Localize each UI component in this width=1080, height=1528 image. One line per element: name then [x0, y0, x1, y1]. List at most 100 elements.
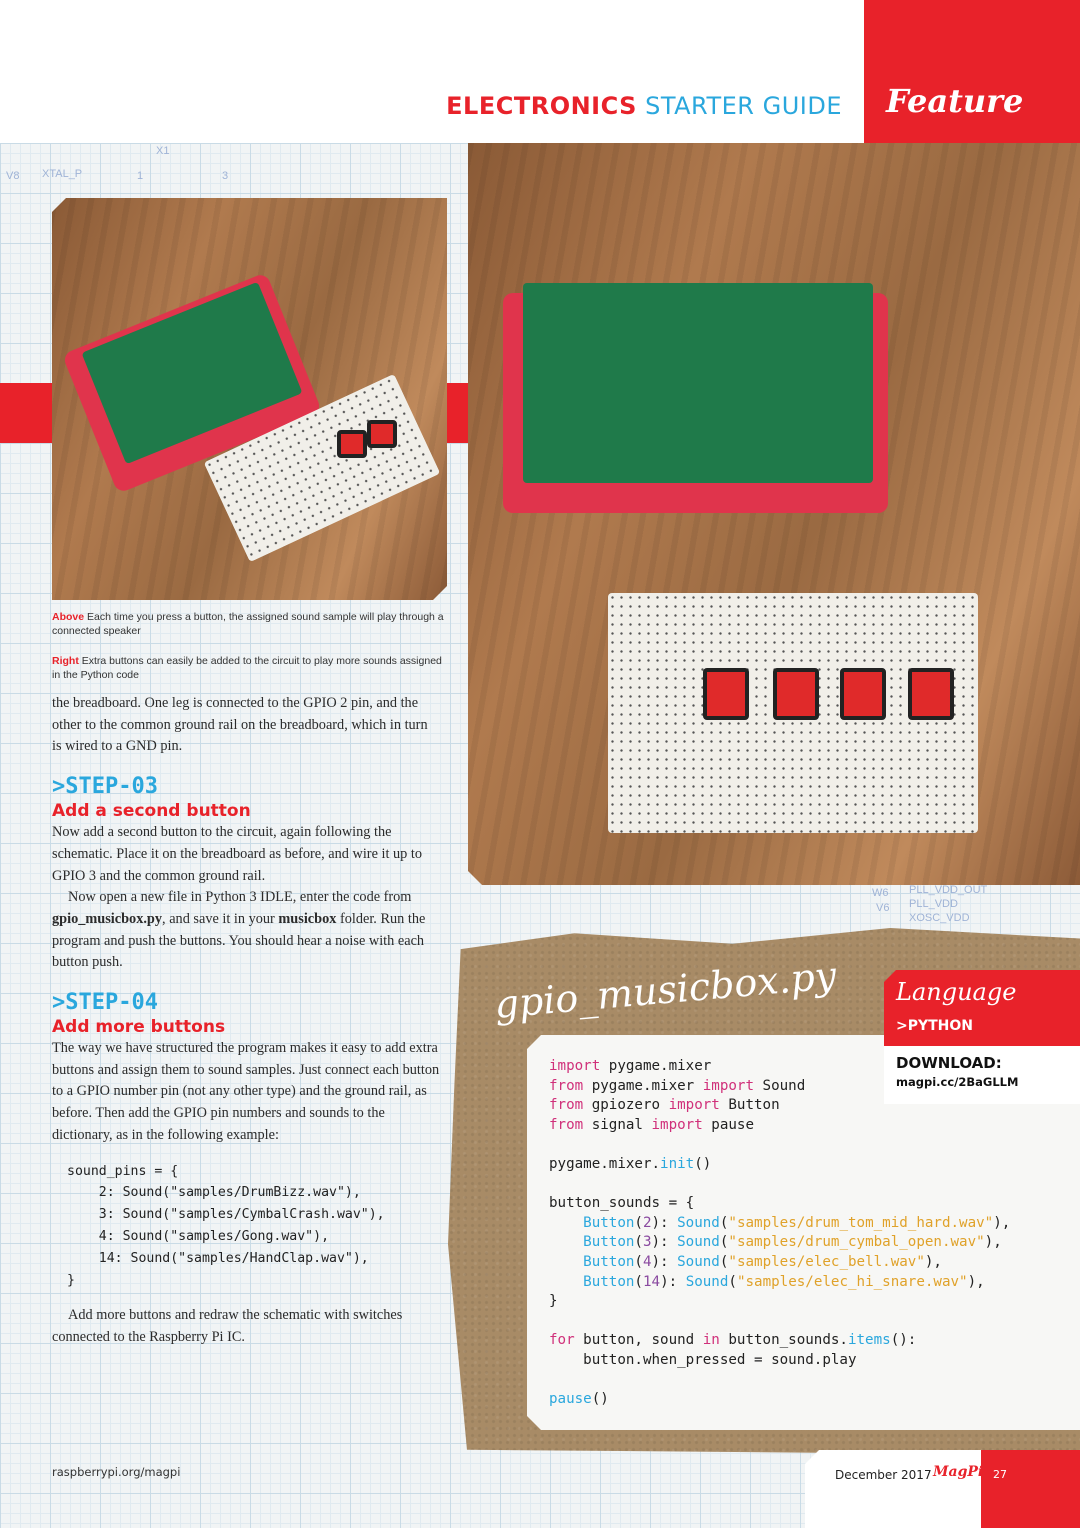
code-token: Button [583, 1273, 635, 1290]
code-line: } [549, 1292, 1010, 1312]
code-token: ), [993, 1214, 1011, 1231]
schematic-label: PLL_VDD_OUT [909, 884, 988, 896]
page-header: ELECTRONICS STARTER GUIDE [0, 0, 864, 143]
code-token: Sound [677, 1234, 720, 1251]
section-title: ELECTRONICS STARTER GUIDE [446, 92, 842, 120]
code-token [549, 1215, 583, 1231]
code-token: () [591, 1391, 609, 1408]
filename-bold: gpio_musicbox.py [52, 910, 163, 927]
code-line: for button, sound in button_sounds.items… [549, 1331, 1010, 1351]
magpi-logo: MagPi [933, 1464, 984, 1480]
code-line: import pygame.mixer [549, 1057, 1010, 1077]
step-03-subheading: Add a second button [52, 801, 251, 822]
code-token: gpiozero [583, 1097, 669, 1114]
download-link[interactable]: magpi.cc/2BaGLLM [896, 1075, 1019, 1089]
code-token: button, sound [574, 1332, 703, 1349]
issue-date: December 2017 [835, 1468, 932, 1482]
caption-right: Right Extra buttons can easily be added … [52, 654, 447, 682]
code-token: ): [651, 1214, 678, 1231]
code-token [549, 1274, 583, 1290]
example-code: sound_pins = { 2: Sound("samples/DrumBiz… [67, 1163, 385, 1288]
code-token: init [660, 1155, 695, 1172]
code-line: Button(4): Sound("samples/elec_bell.wav"… [549, 1253, 1010, 1273]
code-line: pygame.mixer.init() [549, 1155, 1010, 1175]
code-token: Sound [754, 1077, 806, 1094]
schematic-label: W6 [872, 887, 889, 899]
code-token: ( [634, 1234, 643, 1251]
step-04-text: The way we have structured the program m… [52, 1040, 440, 1143]
code-token: Button [719, 1097, 780, 1114]
code-line: from signal import pause [549, 1116, 1010, 1136]
code-token: pause [549, 1391, 592, 1408]
code-token: ), [967, 1273, 985, 1290]
download-label: DOWNLOAD: [896, 1054, 1002, 1072]
caption-label: Above [52, 611, 85, 623]
section-title-bold: ELECTRONICS [446, 92, 637, 120]
download-box: DOWNLOAD: magpi.cc/2BaGLLM [884, 1046, 1080, 1104]
code-token: pause [702, 1116, 755, 1133]
schematic-label: V6 [876, 902, 890, 914]
code-token: import [668, 1097, 720, 1114]
code-token: "samples/drum_cymbal_open.wav" [728, 1234, 985, 1251]
step-03-heading: >STEP-03 [52, 774, 158, 800]
code-token: "samples/elec_bell.wav" [728, 1253, 925, 1270]
code-token: ( [634, 1214, 643, 1231]
code-line: Button(2): Sound("samples/drum_tom_mid_h… [549, 1214, 1010, 1234]
code-line: pause() [549, 1390, 1010, 1410]
code-token: "samples/elec_hi_snare.wav" [736, 1273, 968, 1290]
code-token: pygame.mixer [600, 1058, 712, 1074]
caption-text: Extra buttons can easily be added to the… [52, 655, 442, 681]
schematic-label: 1 [137, 170, 144, 182]
schematic-label: V8 [6, 170, 20, 182]
language-box: Language>PYTHON [884, 970, 1080, 1046]
code-token: pygame.mixer [583, 1077, 703, 1094]
code-token: (): [890, 1332, 917, 1349]
code-token: ( [634, 1273, 643, 1290]
code-line: from pygame.mixer import Sound [549, 1077, 1010, 1097]
paragraph: Now add a second button to the circuit, … [52, 824, 422, 884]
code-token: ( [719, 1253, 729, 1270]
code-token: for [549, 1332, 575, 1349]
article-column: the breadboard. One leg is connected to … [52, 693, 440, 1349]
code-token: Button [583, 1234, 635, 1251]
code-token: import [702, 1077, 755, 1094]
code-token: import [549, 1058, 601, 1074]
feature-label: Feature [886, 82, 1024, 120]
code-line [549, 1135, 1010, 1155]
code-line: button.when_pressed = sound.play [549, 1351, 1010, 1371]
paragraph: Now open a new file in Python 3 IDLE, en… [52, 889, 426, 971]
step-03-text: Now add a second button to the circuit, … [52, 822, 440, 974]
code-token: Sound [677, 1253, 720, 1270]
caption-above: Above Each time you press a button, the … [52, 610, 447, 638]
code-token: 4 [642, 1253, 652, 1270]
code-token: button_sounds. [719, 1332, 848, 1349]
photo-pi-four-buttons [468, 143, 1080, 885]
code-token: items [847, 1332, 891, 1349]
code-token [549, 1254, 583, 1270]
code-token: ), [984, 1234, 1002, 1251]
footer-url[interactable]: raspberrypi.org/magpi [52, 1465, 181, 1479]
code-line [549, 1371, 1010, 1391]
code-token: in [702, 1332, 720, 1349]
language-label: Language [896, 978, 1017, 1006]
code-token: ( [728, 1273, 737, 1290]
schematic-label: X1 [156, 145, 170, 157]
feature-tab: Feature [864, 0, 1080, 143]
code-token: Sound [677, 1214, 720, 1231]
schematic-label: XTAL_P [42, 168, 83, 180]
code-token: 3 [642, 1234, 652, 1251]
schematic-label: XOSC_VDD [909, 912, 970, 924]
code-token: ), [924, 1253, 942, 1270]
schematic-label: 3 [222, 170, 229, 182]
code-token: Button [583, 1253, 635, 1270]
code-token: () [694, 1155, 712, 1172]
code-token: button_sounds = { [549, 1195, 695, 1212]
code-token: from [549, 1097, 584, 1114]
step-04-subheading: Add more buttons [52, 1017, 226, 1038]
code-token: "samples/drum_tom_mid_hard.wav" [728, 1214, 994, 1231]
code-token: import [651, 1116, 703, 1133]
code-token: } [549, 1293, 558, 1310]
code-token: ): [660, 1273, 686, 1290]
